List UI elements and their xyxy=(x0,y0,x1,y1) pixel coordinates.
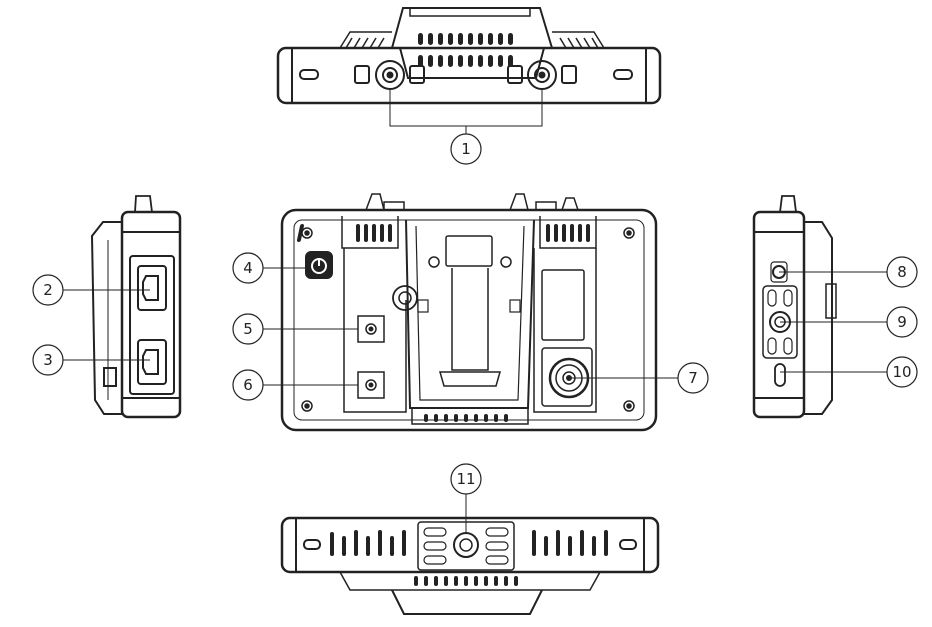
callout-label-4: 4 xyxy=(243,259,253,277)
callout-8: 8 xyxy=(886,256,918,288)
dc-port-upper xyxy=(357,315,385,343)
hdmi-port-upper xyxy=(137,265,167,311)
left-side-view xyxy=(90,195,182,419)
callout-label-10: 10 xyxy=(892,363,911,381)
bottom-view xyxy=(280,516,660,615)
callout-7: 7 xyxy=(677,362,709,394)
top-fins xyxy=(339,31,605,49)
hdmi-port-lower xyxy=(137,339,167,385)
rear-vents-right xyxy=(546,224,590,242)
rear-bottom-slots xyxy=(424,414,508,422)
callout-5: 5 xyxy=(232,313,264,345)
callout-9: 9 xyxy=(886,306,918,338)
rear-vents-left xyxy=(296,224,392,242)
bottom-skirt-slots xyxy=(414,576,518,586)
rear-view xyxy=(280,193,658,432)
callout-label-7: 7 xyxy=(688,369,698,387)
sdi-port-left xyxy=(354,60,425,90)
leader-lines xyxy=(63,267,887,533)
callout-label-1: 1 xyxy=(461,140,471,158)
callout-4: 4 xyxy=(232,252,264,284)
callout-11: 11 xyxy=(450,463,482,495)
top-vent-slots xyxy=(418,33,513,67)
callout-6: 6 xyxy=(232,369,264,401)
callout-label-3: 3 xyxy=(43,351,53,369)
callout-10: 10 xyxy=(886,356,918,388)
callout-1: 1 xyxy=(450,133,482,165)
bnc-connector xyxy=(541,347,593,407)
usb-port xyxy=(774,363,786,387)
callout-3: 3 xyxy=(32,344,64,376)
callout-markers: 1 2 3 4 5 6 7 8 9 10 11 xyxy=(32,133,918,495)
callout-label-5: 5 xyxy=(243,320,253,338)
callout-label-11: 11 xyxy=(456,470,475,488)
right-side-view xyxy=(752,195,837,419)
callout-label-6: 6 xyxy=(243,376,253,394)
sdi-port-right xyxy=(507,60,577,90)
callout-label-9: 9 xyxy=(897,313,907,331)
power-button-icon xyxy=(305,251,333,279)
top-view xyxy=(276,7,662,134)
bottom-slots-left xyxy=(330,530,406,556)
corner-screws xyxy=(301,227,635,412)
bottom-slots-right xyxy=(532,530,608,556)
dc-port-lower xyxy=(357,371,385,399)
callout-2: 2 xyxy=(32,274,64,306)
callout-label-8: 8 xyxy=(897,263,907,281)
callout-label-2: 2 xyxy=(43,281,53,299)
